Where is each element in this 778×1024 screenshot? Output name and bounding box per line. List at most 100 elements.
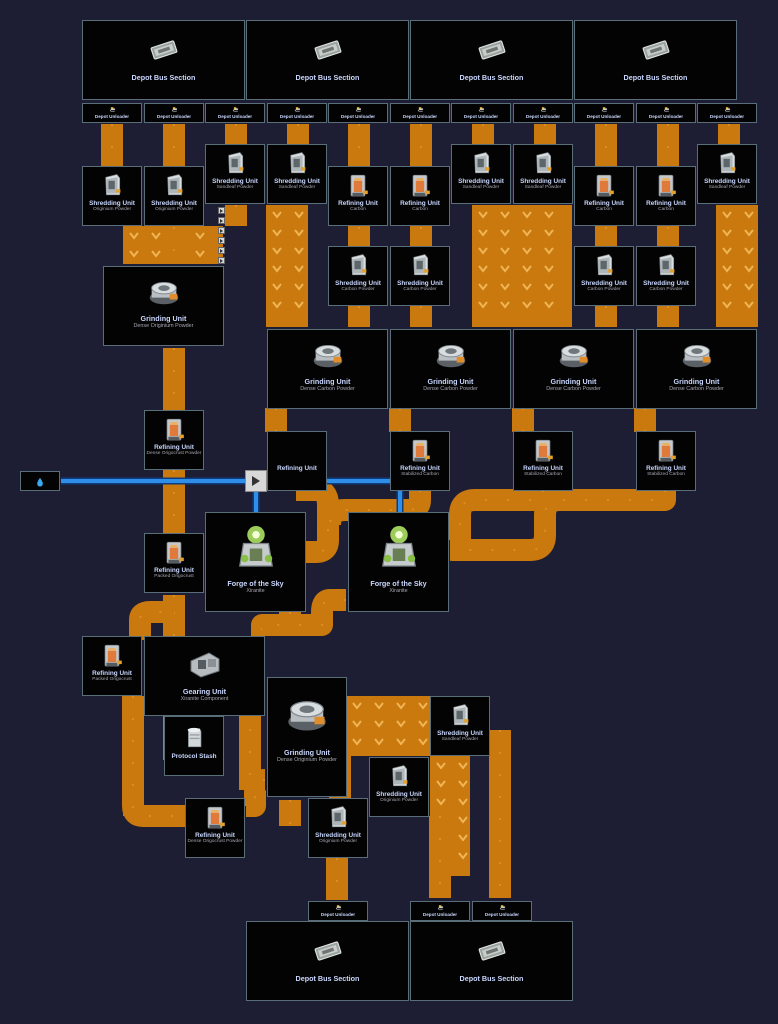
machine-title: Depot Bus Section [295,73,360,82]
belt-chevron [744,283,754,291]
belt-chevron [722,247,732,255]
belt-splitter[interactable] [218,237,225,244]
depot-unloader-top-8[interactable]: Depot Unloader [513,103,573,123]
machine-product: Packed Origocrust [154,574,194,579]
depot-bus-section-bottom-1[interactable]: Depot Bus Section [246,921,409,1001]
protocol-stash-icon [187,727,202,748]
depot-unloader-top-9[interactable]: Depot Unloader [574,103,634,123]
belt-chevron [522,247,532,255]
depot-unloader-top-5[interactable]: Depot Unloader [328,103,388,123]
machine-title: Gearing Unit [182,687,227,696]
shredding-machine-icon [290,152,306,174]
belt-chevron [418,702,428,710]
belt-splitter[interactable] [218,207,225,214]
conveyor-belt [129,601,174,640]
depot-unloader-bottom-3[interactable]: Depot Unloader [472,901,532,921]
conveyor-belt [244,769,267,817]
depot-unloader-top-10[interactable]: Depot Unloader [636,103,696,123]
machine-product: Originium Powder [154,207,194,212]
shredding-machine-icon [413,254,429,276]
belt-chevron [272,247,282,255]
machine-title: Depot Unloader [484,912,520,917]
depot-unloader-top-11[interactable]: Depot Unloader [697,103,757,123]
belt-chevron [294,247,304,255]
machine-product: Carbon Powder [341,287,375,292]
machine-product: Sandleaf Powder [441,737,479,742]
machine-title: Shredding Unit [212,178,258,185]
machine-title: Shredding Unit [335,280,381,287]
depot-bus-section-top-4[interactable]: Depot Bus Section [574,20,737,100]
depot-bus-section-top-1[interactable]: Depot Bus Section [82,20,245,100]
belt-chevron [294,301,304,309]
refining-unit-feeder[interactable]: Refining Unit [267,431,327,491]
belt-chevron [478,247,488,255]
protocol-stash[interactable]: Protocol Stash [164,716,224,776]
refining-furnace-icon [166,541,184,564]
depot-unloader-top-1[interactable]: Depot Unloader [82,103,142,123]
machine-title: Depot Bus Section [623,73,688,82]
conveyor-belt-block [346,696,432,756]
belt-splitter[interactable] [218,247,225,254]
depot-bus-section-bottom-2[interactable]: Depot Bus Section [410,921,573,1001]
machine-title: Grinding Unit [140,314,187,323]
depot-unloader-top-3[interactable]: Depot Unloader [205,103,265,123]
depot-crate-icon [150,40,177,60]
unloader-icon [437,905,443,910]
shredding-machine-icon [597,254,613,276]
machine-title: Depot Bus Section [459,974,524,983]
depot-unloader-top-7[interactable]: Depot Unloader [451,103,511,123]
depot-unloader-top-6[interactable]: Depot Unloader [390,103,450,123]
depot-unloader-top-2[interactable]: Depot Unloader [144,103,204,123]
machine-title: Shredding Unit [643,280,689,287]
depot-unloader-top-4[interactable]: Depot Unloader [267,103,327,123]
shredding-machine-icon [536,152,552,174]
pipe-splitter[interactable] [245,470,267,492]
water-source[interactable] [20,471,60,491]
depot-bus-section-top-3[interactable]: Depot Bus Section [410,20,573,100]
belt-splitter[interactable] [218,227,225,234]
depot-bus-section-top-2[interactable]: Depot Bus Section [246,20,409,100]
depot-unloader-bottom-1[interactable]: Depot Unloader [308,901,368,921]
belt-splitter[interactable] [218,257,225,264]
unloader-icon [663,107,669,112]
depot-unloader-bottom-2[interactable]: Depot Unloader [410,901,470,921]
belt-chevron [129,232,139,240]
conveyor-belt-block [266,205,308,327]
belt-splitter[interactable] [218,217,225,224]
machine-product: Dense Originium Powder [133,323,194,329]
